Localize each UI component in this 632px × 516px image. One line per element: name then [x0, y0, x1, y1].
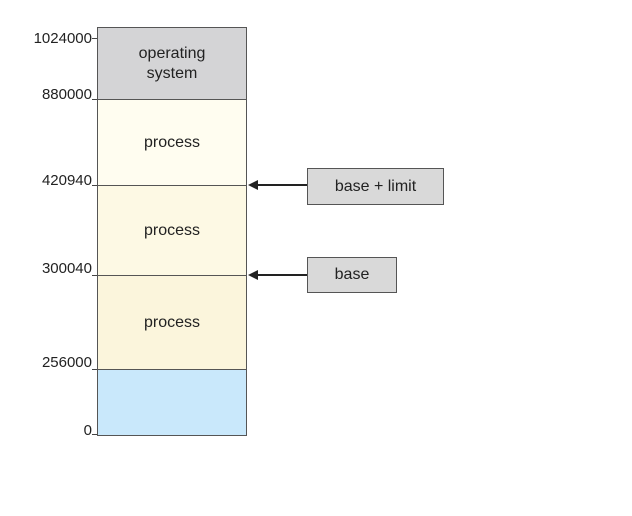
segment-process-3-label: process	[143, 313, 201, 331]
base-arrow-head-icon	[248, 270, 258, 280]
limit-arrow-head-icon	[248, 180, 258, 190]
segment-operating-system: operating system	[97, 27, 247, 100]
address-300040: 300040	[41, 260, 92, 277]
limit-arrow-line	[257, 184, 308, 186]
limit-register-box: base + limit	[307, 168, 444, 205]
tick-0	[92, 434, 98, 435]
address-1024000: 1024000	[33, 30, 92, 47]
segment-process-2-label: process	[143, 221, 201, 239]
base-register-label: base	[334, 266, 370, 283]
tick-1024000	[92, 38, 98, 39]
address-420940: 420940	[41, 172, 92, 189]
segment-process-2: process	[97, 186, 247, 276]
limit-register-label: base + limit	[334, 177, 417, 195]
address-880000: 880000	[41, 86, 92, 103]
tick-880000	[92, 99, 98, 100]
address-256000: 256000	[41, 354, 92, 371]
base-arrow-line	[257, 274, 308, 276]
tick-256000	[92, 369, 98, 370]
segment-process-1-label: process	[143, 133, 201, 151]
segment-process-3: process	[97, 276, 247, 370]
base-register-box: base	[307, 257, 397, 293]
segment-free	[97, 370, 247, 436]
address-0: 0	[83, 422, 92, 439]
segment-operating-system-label: operating system	[138, 44, 206, 82]
tick-420940	[92, 185, 98, 186]
tick-300040	[92, 275, 98, 276]
segment-process-1: process	[97, 100, 247, 186]
